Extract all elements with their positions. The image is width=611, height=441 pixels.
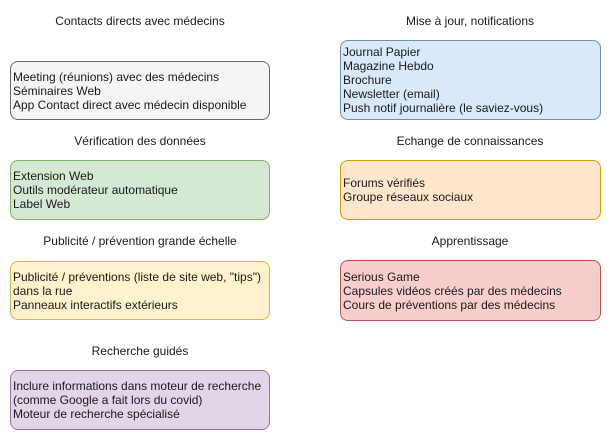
card-contacts: Meeting (réunions) avec des médecins Sém… bbox=[10, 61, 270, 120]
list-item: dans la rue bbox=[13, 283, 73, 298]
list-item: Meeting (réunions) avec des médecins bbox=[13, 69, 220, 84]
list-item: Extension Web bbox=[13, 169, 94, 183]
heading-publicite: Publicité / prévention grande échelle bbox=[43, 234, 237, 248]
card-contacts-list: Meeting (réunions) avec des médecins Sém… bbox=[11, 70, 246, 112]
list-item: Magazine Hebdo bbox=[343, 59, 434, 73]
card-publicite: Publicité / préventions (liste de site w… bbox=[10, 261, 270, 320]
heading-mise-a-jour: Mise à jour, notifications bbox=[405, 14, 535, 28]
list-item: Cours de préventions par des médecins bbox=[343, 297, 556, 312]
card-apprentissage: Serious Game Capsules vidéos créés par d… bbox=[340, 260, 601, 321]
list-item: (comme Google a fait lors du covid) bbox=[13, 393, 203, 407]
list-item: Publicité / préventions (liste de site w… bbox=[13, 269, 261, 284]
list-item: App Contact direct avec médecin disponib… bbox=[13, 97, 247, 112]
list-item: Séminaires Web bbox=[13, 83, 101, 98]
list-item: Newsletter (email) bbox=[343, 87, 440, 101]
card-verification-list: Extension Web Outils modérateur automati… bbox=[11, 169, 178, 211]
list-item: Groupe réseaux sociaux bbox=[343, 190, 474, 204]
list-item: Forums vérifiés bbox=[343, 176, 426, 190]
card-apprentissage-list: Serious Game Capsules vidéos créés par d… bbox=[341, 270, 562, 312]
list-item: Capsules vidéos créés par des médecins bbox=[343, 283, 562, 298]
card-publicite-list: Publicité / préventions (liste de site w… bbox=[11, 270, 261, 312]
list-item: Brochure bbox=[343, 73, 392, 87]
list-item: Moteur de recherche spécialisé bbox=[13, 407, 180, 421]
card-verification: Extension Web Outils modérateur automati… bbox=[10, 160, 270, 220]
card-recherche: Inclure informations dans moteur de rech… bbox=[10, 370, 270, 430]
heading-apprentissage: Apprentissage bbox=[431, 234, 509, 248]
card-mise-a-jour-list: Journal Papier Magazine Hebdo Brochure N… bbox=[341, 45, 543, 115]
list-item: Outils modérateur automatique bbox=[13, 183, 178, 197]
card-recherche-list: Inclure informations dans moteur de rech… bbox=[11, 379, 261, 421]
list-item: Push notif journalière (le saviez-vous) bbox=[343, 101, 544, 115]
heading-verification: Vérification des données bbox=[74, 134, 206, 148]
card-mise-a-jour: Journal Papier Magazine Hebdo Brochure N… bbox=[340, 40, 601, 120]
list-item: Serious Game bbox=[343, 269, 420, 284]
card-echange-list: Forums vérifiés Groupe réseaux sociaux bbox=[341, 176, 473, 204]
card-echange: Forums vérifiés Groupe réseaux sociaux bbox=[340, 160, 601, 220]
heading-echange: Echange de connaissances bbox=[396, 134, 544, 148]
list-item: Journal Papier bbox=[343, 45, 421, 59]
heading-contacts: Contacts directs avec médecins bbox=[55, 14, 225, 28]
list-item: Label Web bbox=[13, 197, 71, 211]
heading-recherche: Recherche guidés bbox=[91, 344, 189, 358]
list-item: Inclure informations dans moteur de rech… bbox=[13, 379, 262, 393]
list-item: Panneaux interactifs extérieurs bbox=[13, 297, 178, 312]
